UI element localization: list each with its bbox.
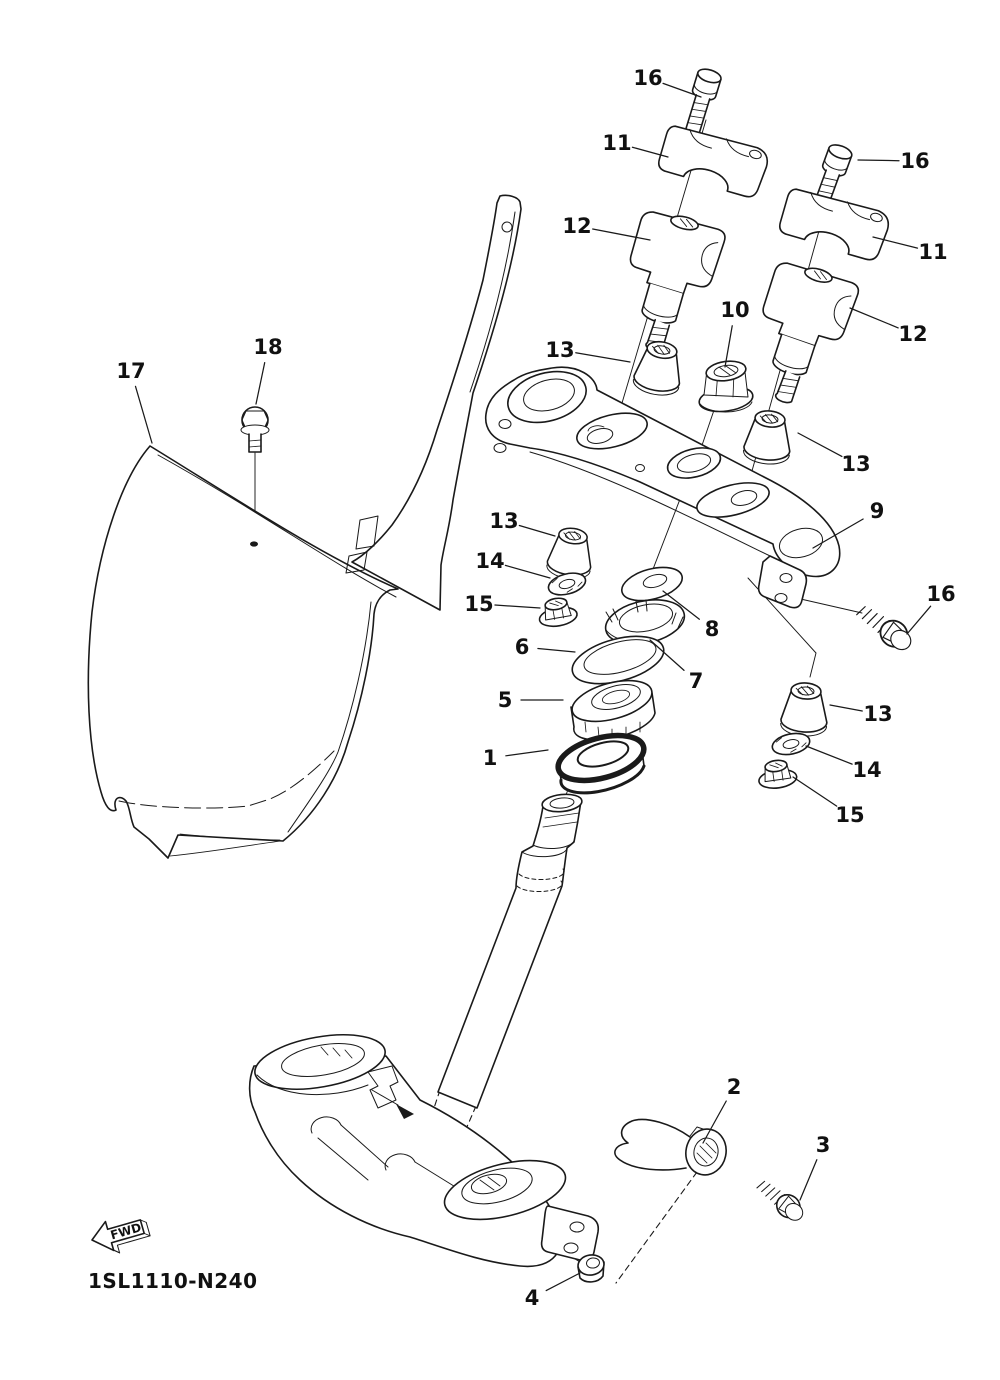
callout-number: 7 bbox=[689, 669, 704, 693]
bar-holder-upper-right bbox=[776, 184, 893, 264]
callout-13: 13 bbox=[545, 338, 631, 363]
callout-12: 12 bbox=[849, 307, 928, 346]
callout-1: 1 bbox=[483, 746, 549, 770]
bar-holder-lower-left bbox=[609, 205, 729, 362]
callout-6: 6 bbox=[515, 635, 576, 659]
callout-number: 16 bbox=[900, 149, 929, 173]
callout-number: 16 bbox=[633, 66, 662, 90]
callout-number: 11 bbox=[602, 131, 631, 155]
callout-3: 3 bbox=[799, 1133, 831, 1201]
callout-18: 18 bbox=[253, 335, 283, 405]
callout-number: 13 bbox=[863, 702, 892, 726]
spike-nut-right bbox=[755, 757, 799, 792]
callout-number: 17 bbox=[116, 359, 145, 383]
callout-8: 8 bbox=[662, 590, 720, 641]
callout-number: 13 bbox=[841, 452, 870, 476]
plate-bolt bbox=[240, 406, 270, 547]
spike-nut-stack bbox=[535, 594, 580, 630]
ring-nut bbox=[604, 599, 686, 645]
dust-seal bbox=[571, 635, 665, 685]
callout-number: 3 bbox=[816, 1133, 831, 1157]
upper-bracket bbox=[484, 366, 841, 609]
callout-number: 15 bbox=[464, 592, 493, 616]
callout-14: 14 bbox=[475, 549, 551, 579]
callout-2: 2 bbox=[702, 1075, 742, 1144]
callout-number: 12 bbox=[562, 214, 591, 238]
callout-number: 8 bbox=[705, 617, 720, 641]
lower-bracket bbox=[248, 1034, 600, 1268]
number-plate bbox=[87, 445, 399, 859]
callout-13: 13 bbox=[797, 432, 871, 476]
damper-cone-upper-right bbox=[741, 407, 795, 467]
callout-16: 16 bbox=[857, 149, 930, 173]
callout-number: 9 bbox=[870, 499, 885, 523]
callout-number: 5 bbox=[498, 688, 513, 712]
callout-number: 10 bbox=[720, 298, 749, 322]
collar bbox=[577, 1254, 605, 1283]
callout-16: 16 bbox=[906, 582, 956, 635]
callout-number: 13 bbox=[545, 338, 574, 362]
callout-15: 15 bbox=[792, 776, 865, 827]
bracket-pinch-bolt bbox=[851, 598, 919, 657]
bar-holder-bolt-left bbox=[679, 65, 724, 140]
callout-17: 17 bbox=[116, 359, 153, 444]
stem-clamp bbox=[614, 1118, 727, 1176]
bar-holder-lower-right bbox=[739, 256, 863, 415]
plate-stay bbox=[351, 194, 522, 611]
callout-number: 15 bbox=[835, 803, 864, 827]
callout-4: 4 bbox=[525, 1272, 581, 1310]
washer-right bbox=[769, 729, 813, 759]
callout-number: 11 bbox=[918, 240, 947, 264]
bar-holder-upper-left bbox=[655, 121, 772, 201]
callout-12: 12 bbox=[562, 214, 651, 241]
upper-bearing bbox=[570, 679, 656, 741]
plain-washer bbox=[621, 566, 683, 602]
callout-13: 13 bbox=[489, 509, 556, 537]
callout-15: 15 bbox=[464, 592, 541, 616]
callout-11: 11 bbox=[602, 131, 669, 158]
fwd-arrow: FWD bbox=[91, 1219, 151, 1254]
callout-11: 11 bbox=[872, 236, 948, 264]
callout-number: 4 bbox=[525, 1286, 540, 1310]
callout-number: 13 bbox=[489, 509, 518, 533]
callout-number: 6 bbox=[515, 635, 530, 659]
damper-cone-lower-right bbox=[779, 680, 831, 739]
part-code-label: 1SL1110-N240 bbox=[88, 1269, 258, 1293]
steering-stem bbox=[437, 793, 583, 1109]
callout-number: 14 bbox=[475, 549, 504, 573]
callout-number: 1 bbox=[483, 746, 498, 770]
callout-number: 18 bbox=[253, 335, 282, 359]
callout-5: 5 bbox=[498, 688, 564, 712]
flange-nut bbox=[698, 360, 754, 413]
callout-16: 16 bbox=[633, 66, 702, 98]
damper-cone-upper-left bbox=[630, 337, 687, 400]
callout-number: 14 bbox=[852, 758, 881, 782]
callout-number: 2 bbox=[727, 1075, 742, 1099]
callout-10: 10 bbox=[720, 298, 750, 368]
callout-7: 7 bbox=[649, 639, 704, 693]
callout-number: 16 bbox=[926, 582, 955, 606]
lower-bearing-race bbox=[555, 732, 647, 795]
callout-9: 9 bbox=[812, 499, 885, 549]
callout-number: 12 bbox=[898, 322, 927, 346]
callout-13: 13 bbox=[829, 702, 893, 726]
stay-hole bbox=[501, 221, 513, 233]
callout-14: 14 bbox=[805, 745, 882, 782]
